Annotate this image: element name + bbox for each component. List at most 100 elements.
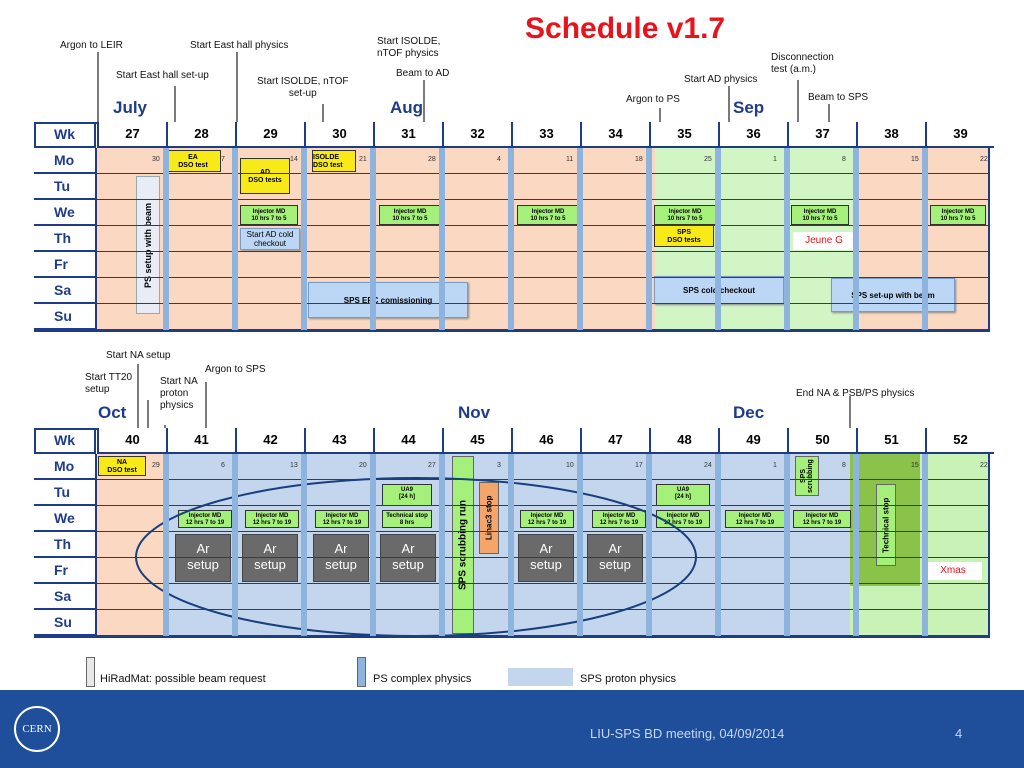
bottom-date-number: 20 (359, 462, 367, 469)
bottom-week-header: 47 (580, 428, 649, 454)
bottom-date-number: 17 (635, 462, 643, 469)
month-sep: Sep (733, 98, 765, 117)
top-row-divider (97, 251, 988, 252)
top-week-separator (439, 148, 445, 330)
annotation-start-tt20: Start TT20 setup (85, 372, 133, 395)
top-week-header: 39 (925, 122, 994, 148)
injector-md-box-42: Injector MD 12 hrs 7 to 19 (245, 510, 299, 528)
annotation-start-na-setup: Start NA setup (106, 350, 171, 361)
annotation-start-isolde-setup: Start ISOLDE, nTOF set-up (257, 76, 349, 99)
top-week-header-row: Wk (34, 122, 990, 148)
injector-md-box-39: Injector MD 10 hrs 7 to 5 (930, 205, 986, 225)
bottom-row-label: We (34, 506, 97, 532)
top-date-number: 11 (566, 156, 574, 163)
top-week-separator (163, 148, 169, 330)
bottom-row-label: Fr (34, 558, 97, 584)
bottom-row-label: Su (34, 610, 97, 636)
bottom-date-number: 8 (842, 462, 846, 469)
top-week-separator (232, 148, 238, 330)
annotation-start-ea-physics: Start East hall physics (190, 40, 289, 51)
bottom-week-separator (577, 454, 583, 636)
annotation-disconnection: Disconnection test (a.m.) (771, 52, 834, 75)
ar-setup-42: Ar setup (242, 534, 298, 582)
bottom-week-header: 48 (649, 428, 718, 454)
bottom-week-separator (715, 454, 721, 636)
footer-meeting: LIU-SPS BD meeting, 04/09/2014 (590, 726, 785, 741)
injector-md-box-46: Injector MD 12 hrs 7 to 19 (520, 510, 574, 528)
ar-setup-44: Ar setup (380, 534, 436, 582)
page-title: Schedule v1.7 (525, 12, 726, 45)
top-row-label: Mo (34, 148, 97, 174)
top-row-divider (97, 225, 988, 226)
oct-pre-band (97, 454, 167, 636)
legend-sps-proton: SPS proton physics (580, 673, 676, 685)
sps-setup-with-beam-box: SPS set-up with beam (831, 278, 955, 312)
top-week-separator (301, 148, 307, 330)
top-week-header: 36 (718, 122, 787, 148)
month-aug: Aug (390, 98, 424, 117)
annotation-start-isolde-physics: Start ISOLDE, nTOF physics (377, 36, 441, 59)
bottom-week-separator (508, 454, 514, 636)
injector-md-box-43: Injector MD 12 hrs 7 to 19 (315, 510, 369, 528)
xmas-box: Xmas (924, 562, 982, 580)
top-row-divider (97, 199, 988, 200)
top-date-number: 30 (152, 156, 160, 163)
top-week-header: 31 (373, 122, 442, 148)
annotation-end-na: End NA & PSB/PS physics (796, 388, 915, 399)
ar-setup-41: Ar setup (175, 534, 231, 582)
bottom-week-separator (232, 454, 238, 636)
bottom-date-number: 22 (980, 462, 988, 469)
bottom-week-header: 51 (856, 428, 925, 454)
wk-label-bottom: Wk (34, 428, 96, 454)
legend-hiradmat: HiRadMat: possible beam request (100, 673, 266, 685)
top-date-number: 4 (497, 156, 501, 163)
bottom-date-number: 6 (221, 462, 225, 469)
bottom-week-separator (370, 454, 376, 636)
top-week-header: 32 (442, 122, 511, 148)
wk-label: Wk (34, 122, 96, 148)
na-dso-test-box: NA DSO test (98, 456, 146, 476)
bottom-date-number: 13 (290, 462, 298, 469)
ar-setup-43: Ar setup (313, 534, 369, 582)
footer-page-number: 4 (955, 726, 963, 741)
top-week-separator (577, 148, 583, 330)
top-week-separator (646, 148, 652, 330)
bottom-row-divider (97, 635, 988, 636)
bottom-week-separator (922, 454, 928, 636)
injector-md-box-47: Injector MD 12 hrs 7 to 19 (592, 510, 646, 528)
start-ad-cold-box: Start AD cold checkout (240, 228, 300, 250)
xmas-band (920, 454, 988, 636)
bottom-date-number: 3 (497, 462, 501, 469)
bottom-week-header: 46 (511, 428, 580, 454)
annotation-start-na-proton: Start NA proton physics (160, 376, 198, 411)
bottom-week-header: 40 (97, 428, 166, 454)
tech-stop-8h-box: Technical stop 8 hrs (382, 510, 432, 528)
top-date-number: 7 (221, 156, 225, 163)
bottom-date-number: 15 (911, 462, 919, 469)
month-oct: Oct (98, 403, 127, 422)
top-week-separator (508, 148, 514, 330)
top-date-number: 21 (359, 156, 367, 163)
bottom-week-separator (163, 454, 169, 636)
annotation-argon-sps: Argon to SPS (205, 364, 266, 375)
bottom-row-divider (97, 557, 988, 558)
top-week-header: 29 (235, 122, 304, 148)
bottom-week-header: 43 (304, 428, 373, 454)
top-week-header: 34 (580, 122, 649, 148)
ad-dso-tests-box: AD DSO tests (240, 158, 290, 194)
bottom-row-divider (97, 505, 988, 506)
annotation-beam-sps: Beam to SPS (808, 92, 869, 103)
tech-stop-weekend-band (850, 586, 920, 636)
top-row-label: We (34, 200, 97, 226)
injector-md-box-29: Injector MD 10 hrs 7 to 5 (240, 205, 298, 225)
injector-md-box-50: Injector MD 12 hrs 7 to 19 (793, 510, 851, 528)
bottom-date-number: 27 (428, 462, 436, 469)
bottom-row-divider (97, 531, 988, 532)
annotation-argon-leir: Argon to LEIR (60, 40, 123, 51)
bottom-week-header: 42 (235, 428, 304, 454)
bottom-week-header: 49 (718, 428, 787, 454)
top-week-separator (370, 148, 376, 330)
top-date-number: 1 (773, 156, 777, 163)
bottom-date-number: 24 (704, 462, 712, 469)
top-date-number: 15 (911, 156, 919, 163)
